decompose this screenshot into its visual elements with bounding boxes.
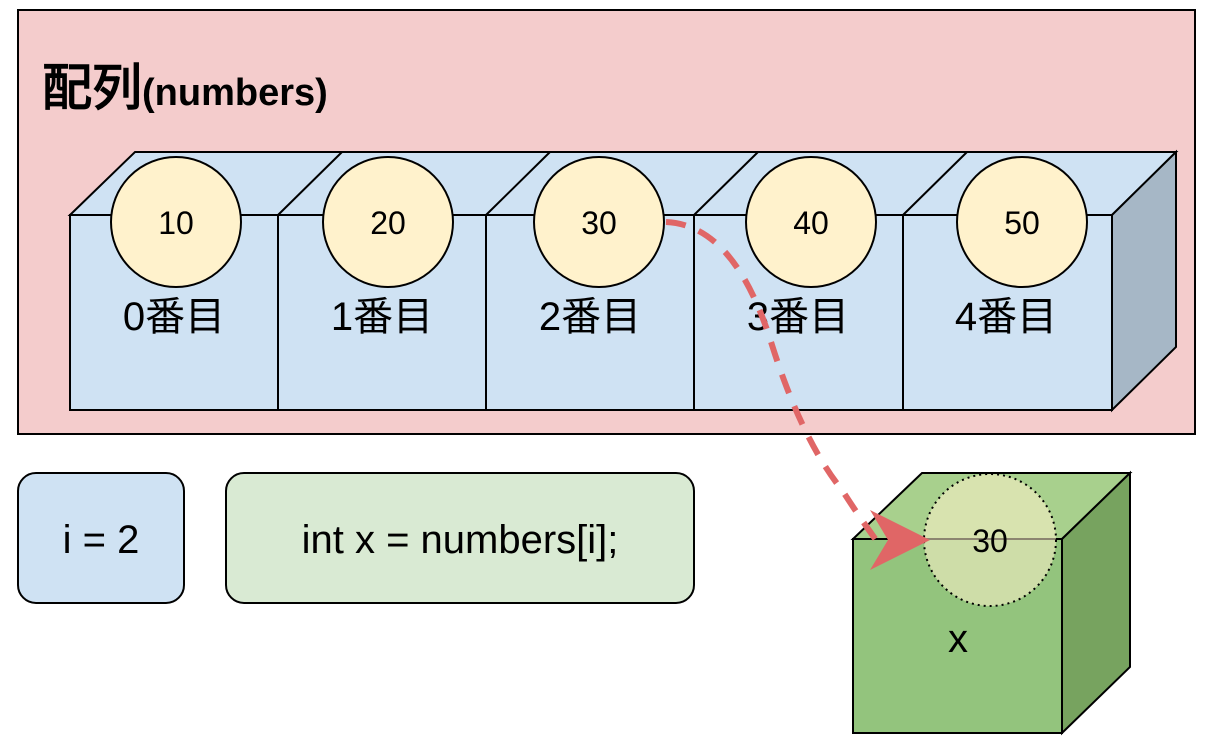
- value-ball-1: 20: [322, 156, 454, 288]
- code-box: int x = numbers[i];: [225, 472, 695, 604]
- array-title: 配列(numbers): [42, 59, 328, 117]
- variable-label: x: [948, 617, 968, 661]
- cell-label: 1番目: [331, 295, 433, 339]
- cell-label: 4番目: [955, 295, 1057, 339]
- value-ball-0: 10: [110, 156, 242, 288]
- value-ball-3: 40: [745, 156, 877, 288]
- ball-value: 20: [370, 205, 406, 241]
- ball-value: 50: [1004, 205, 1040, 241]
- index-box: i = 2: [17, 472, 185, 604]
- ball-value: 40: [793, 205, 829, 241]
- copied-value-ball: 30: [923, 473, 1057, 607]
- ball-value: 10: [158, 205, 194, 241]
- cell-label: 2番目: [539, 295, 641, 339]
- ball-value: 30: [581, 205, 617, 241]
- value-ball-4: 50: [956, 156, 1088, 288]
- cell-label: 0番目: [123, 295, 225, 339]
- code-text: int x = numbers[i];: [302, 518, 619, 562]
- copy-arrow: [665, 219, 930, 570]
- index-text: i = 2: [63, 518, 140, 562]
- copied-value: 30: [972, 523, 1008, 559]
- value-ball-2: 30: [533, 156, 665, 288]
